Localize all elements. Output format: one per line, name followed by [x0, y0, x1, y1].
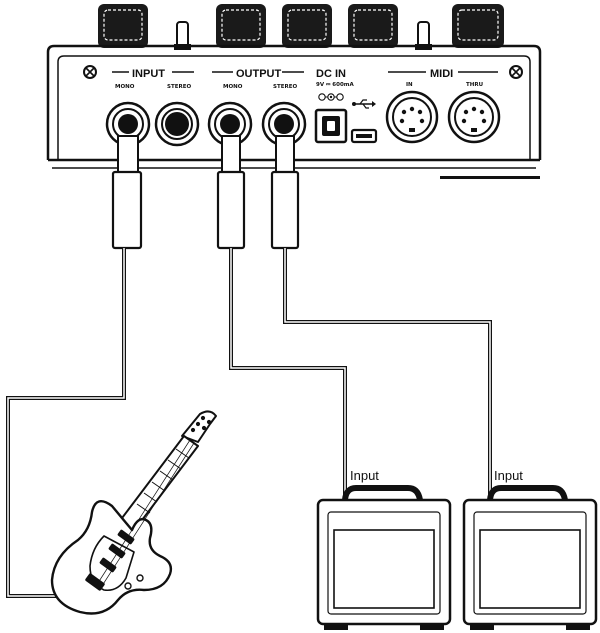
electric-guitar-icon [50, 410, 217, 615]
midi-section-label: MIDI [430, 68, 453, 80]
output-mono-label: MONO [223, 84, 243, 90]
dc-polarity-icon [318, 93, 344, 101]
knob-4 [348, 4, 398, 48]
amp-right: Input [462, 468, 598, 630]
midi-in-label: IN [406, 82, 413, 88]
screw-right-icon [509, 65, 523, 79]
input-mono-label: MONO [115, 84, 135, 90]
midi-thru-label: THRU [466, 82, 483, 88]
power-spec-label: 9V ⎓ 600mA [316, 82, 355, 88]
dc-power-jack[interactable] [314, 108, 348, 144]
knob-3 [282, 4, 332, 48]
amp-left-input-label: Input [350, 468, 379, 483]
output-stereo-label: STEREO [273, 84, 297, 90]
output-mono-jack[interactable] [207, 101, 253, 147]
midi-thru-port[interactable] [447, 90, 501, 144]
cable-to-guitar [6, 135, 143, 598]
usb-icon [352, 99, 376, 109]
input-mono-jack[interactable] [105, 101, 151, 147]
output-stereo-jack[interactable] [261, 101, 307, 147]
cable-to-amp-right [270, 135, 492, 498]
input-stereo-jack[interactable] [154, 101, 200, 147]
dc-in-label: DC IN [316, 68, 346, 80]
amp-right-input-label: Input [494, 468, 523, 483]
midi-in-port[interactable] [385, 90, 439, 144]
cable-to-amp-left [216, 135, 347, 498]
knob-5 [452, 4, 504, 48]
knobs [98, 4, 504, 48]
input-section-label: INPUT [132, 68, 165, 80]
output-section-label: OUTPUT [236, 68, 282, 80]
knob-1 [98, 4, 148, 48]
input-stereo-label: STEREO [167, 84, 191, 90]
amp-left: Input [316, 468, 452, 630]
screw-left-icon [83, 65, 97, 79]
usb-port[interactable] [350, 128, 378, 144]
knob-2 [216, 4, 266, 48]
